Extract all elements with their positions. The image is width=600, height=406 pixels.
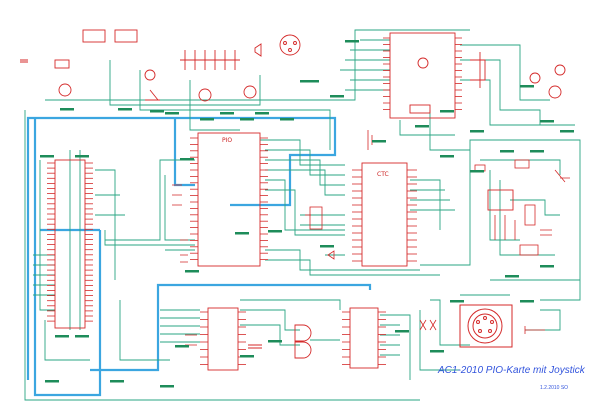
- supply-pad: [395, 330, 409, 333]
- small-parts: [172, 130, 373, 346]
- supply-pad: [440, 110, 454, 113]
- connector-chip: [54, 159, 86, 329]
- supply-pad: [540, 265, 554, 268]
- ctc-label: CTC: [377, 171, 389, 178]
- logic-gates: [248, 324, 312, 359]
- supply-pad: [268, 340, 282, 343]
- supply-pad: [118, 108, 132, 111]
- supply-pad: [75, 155, 89, 158]
- cpu-pins: [383, 37, 462, 110]
- supply-pad: [305, 80, 319, 83]
- pio-chip: [197, 132, 261, 267]
- supply-pad: [165, 112, 179, 115]
- supply-pad: [560, 130, 574, 133]
- supply-pad: [280, 118, 294, 121]
- supply-pad: [330, 95, 344, 98]
- supply-pad: [540, 120, 554, 123]
- supply-pad: [255, 112, 269, 115]
- supply-pad: [110, 380, 124, 383]
- ic-bodies: [54, 32, 514, 371]
- top-components: [20, 29, 566, 102]
- supply-pad: [345, 40, 359, 43]
- wires: [24, 29, 581, 401]
- logic-chip-a: [207, 307, 239, 371]
- supply-pad: [55, 335, 69, 338]
- right-circuit: [419, 159, 570, 334]
- supply-pad: [220, 112, 234, 115]
- supply-pad: [185, 270, 199, 273]
- port-module: [487, 189, 514, 211]
- supply-pad: [470, 170, 484, 173]
- supply-pad: [75, 335, 89, 338]
- cpu-socket-circle: [417, 57, 429, 69]
- diagram-subtitle: 1.2.2010 SO: [540, 385, 569, 391]
- diagram-title: AC1-2010 PIO-Karte mit Joystick: [438, 365, 585, 376]
- supply-pad: [60, 108, 74, 111]
- supply-pad: [500, 150, 514, 153]
- supply-pad: [200, 118, 214, 121]
- supply-pad: [520, 85, 534, 88]
- logic-pins: [200, 311, 386, 365]
- supply-pad: [235, 232, 249, 235]
- supply-pad: [520, 300, 534, 303]
- supply-pad: [240, 118, 254, 121]
- supply-pad: [450, 300, 464, 303]
- pio-pins: [190, 137, 268, 261]
- supply-pad: [372, 140, 386, 143]
- supply-pads: [40, 40, 574, 388]
- ctc-pins: [352, 169, 417, 262]
- supply-pad: [180, 158, 194, 161]
- supply-pad: [530, 150, 544, 153]
- supply-pad: [430, 350, 444, 353]
- supply-pad: [240, 355, 254, 358]
- supply-pad: [40, 155, 54, 158]
- supply-pad: [470, 130, 484, 133]
- ctc-chip: [361, 162, 408, 267]
- supply-pad: [175, 345, 189, 348]
- pio-label: PIO: [222, 137, 232, 144]
- cpu-chip: [389, 32, 456, 119]
- supply-pad: [440, 155, 454, 158]
- supply-pad: [150, 110, 164, 113]
- joystick-socket: [459, 304, 513, 348]
- supply-pad: [505, 275, 519, 278]
- supply-pad: [415, 125, 429, 128]
- logic-chip-b: [349, 307, 379, 369]
- supply-pad: [160, 385, 174, 388]
- connector-pins: [47, 162, 93, 322]
- supply-pad: [268, 230, 282, 233]
- supply-pad: [320, 245, 334, 248]
- supply-pad: [45, 380, 59, 383]
